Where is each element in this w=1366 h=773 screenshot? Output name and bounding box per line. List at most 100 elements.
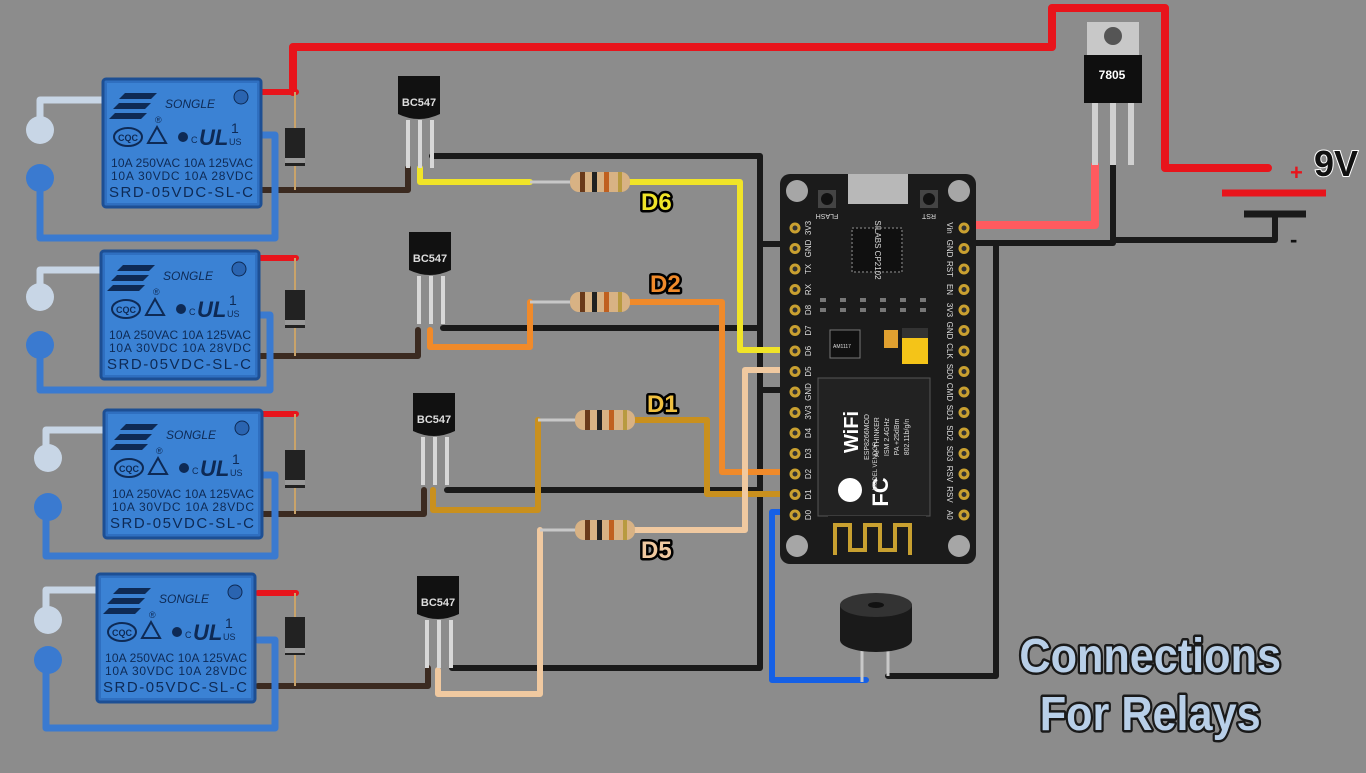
pin-right-sd1: SD1 <box>945 405 970 421</box>
pin-right-vin: Vin <box>945 222 970 234</box>
wire-ground-buzzer <box>885 240 999 679</box>
svg-text:SD1: SD1 <box>945 405 954 421</box>
relay-wires-3 <box>255 411 427 517</box>
relay-model: SRD-05VDC-SL-C <box>110 515 254 532</box>
pin-right-clk: CLK <box>945 343 970 359</box>
wire-emitter-1 <box>429 153 798 247</box>
wire-d2-to-pin <box>622 299 798 475</box>
chip-label: SILABS CP2102 <box>873 220 882 280</box>
pin-right-a0: A0 <box>945 509 970 521</box>
relay-cqc: CQC <box>116 305 137 315</box>
pin-right-gnd: GND <box>945 322 970 340</box>
pin-left-3v3: 3V3 <box>789 220 813 235</box>
relay-ul-mark: UL <box>199 125 228 150</box>
pin-labels: D6 D2 D1 D5 <box>639 187 684 567</box>
wire-d1-signal <box>430 417 541 513</box>
svg-text:Vin: Vin <box>945 222 954 233</box>
battery-voltage-label: 9V <box>1314 143 1358 184</box>
right-pin-row: VinGNDRSTEN3V3GNDCLKSD0CMDSD1SD2SD3RSVRS… <box>945 222 970 521</box>
flash-label: FLASH <box>816 212 839 219</box>
svg-text:CMD: CMD <box>945 383 954 401</box>
svg-text:RSV: RSV <box>945 486 954 503</box>
diode-3 <box>285 414 305 514</box>
svg-text:SD0: SD0 <box>945 364 954 380</box>
pin-right-rsv: RSV <box>945 466 970 483</box>
relay-reg-mark: ® <box>153 287 160 297</box>
pin-left-gnd: GND <box>789 239 813 257</box>
label-d1: D1 <box>647 391 678 418</box>
svg-text:RSV: RSV <box>945 466 954 483</box>
diodes <box>285 92 305 686</box>
diode-2 <box>285 258 305 356</box>
buzzer <box>840 593 912 682</box>
battery-9v: + - 9V <box>1222 142 1359 252</box>
relay-c-mark: C <box>191 135 198 145</box>
relay-spec-2: 10A 30VDC 10A 28VDC <box>112 500 254 514</box>
svg-text:RST: RST <box>945 261 954 277</box>
title: Connections For Relays <box>1017 627 1283 743</box>
module-line: ESP8266MOD <box>864 414 871 460</box>
relay-us-mark: US <box>230 468 243 478</box>
relay-spec-2: 10A 30VDC 10A 28VDC <box>111 169 253 183</box>
pin-right-rst: RST <box>945 261 970 277</box>
svg-text:CLK: CLK <box>945 343 954 359</box>
svg-text:A0: A0 <box>945 510 954 520</box>
relay-reg-mark: ® <box>149 610 156 620</box>
pin-right-rsv: RSV <box>945 486 970 503</box>
terminal-circles <box>26 116 62 674</box>
svg-text:GND: GND <box>945 240 954 258</box>
pin-left-d3: D3 <box>789 448 813 459</box>
label-d6: D6 <box>641 189 672 216</box>
wire-ground-supply <box>1110 162 1278 243</box>
ldo-label: AM1117 <box>833 344 851 350</box>
pin-left-rx: RX <box>789 283 813 295</box>
voltage-regulator: 7805 <box>1084 22 1142 165</box>
svg-text:GND: GND <box>804 383 813 401</box>
resistor-d2 <box>530 292 630 312</box>
transistor-label: BC547 <box>417 414 451 426</box>
relay-cert-num: 1 <box>232 451 240 467</box>
svg-text:GND: GND <box>945 322 954 340</box>
pin-left-d6: D6 <box>789 345 813 357</box>
module-model-text: MODEL VENDOR <box>873 441 879 490</box>
pin-right-cmd: CMD <box>945 383 970 401</box>
svg-text:D7: D7 <box>804 325 813 336</box>
relay-spec-2: 10A 30VDC 10A 28VDC <box>109 341 251 355</box>
svg-text:GND: GND <box>804 239 813 257</box>
pin-left-tx: TX <box>789 263 813 275</box>
svg-text:D0: D0 <box>804 509 813 520</box>
pin-right-sd2: SD2 <box>945 425 970 441</box>
pin-right-3v3: 3V3 <box>945 303 970 318</box>
wire-d1-to-pin <box>622 417 798 497</box>
transistor-3: BC547 <box>413 393 455 485</box>
pin-right-sd0: SD0 <box>945 364 970 380</box>
diode-1 <box>285 92 305 190</box>
label-d5: D5 <box>641 537 672 564</box>
wifi-logo: WiFi <box>841 411 863 453</box>
fc-logo: FC <box>868 477 893 506</box>
pin-left-d0: D0 <box>789 509 813 521</box>
relay-us-mark: US <box>223 632 236 642</box>
resistors <box>530 172 635 540</box>
relay-wires-2 <box>255 255 421 359</box>
relay-brand: SONGLE <box>159 592 210 606</box>
module-line: ISM 2.4GHz <box>884 417 891 456</box>
svg-text:D3: D3 <box>804 448 813 459</box>
relay-spec-1: 10A 250VAC 10A 125VAC <box>112 487 254 501</box>
relay-us-mark: US <box>227 309 240 319</box>
wire-d6-signal <box>417 165 533 185</box>
relay-cqc: CQC <box>119 464 140 474</box>
transistor-2: BC547 <box>409 232 451 324</box>
resistor-d6 <box>530 172 630 192</box>
pin-right-sd3: SD3 <box>945 446 970 462</box>
relay-spec-2: 10A 30VDC 10A 28VDC <box>105 664 247 678</box>
title-line-1: Connections <box>1019 629 1281 683</box>
relay-cqc: CQC <box>112 628 133 638</box>
module-line: 802.11b/g/n <box>904 419 911 456</box>
wire-d6-to-pin <box>622 179 798 353</box>
